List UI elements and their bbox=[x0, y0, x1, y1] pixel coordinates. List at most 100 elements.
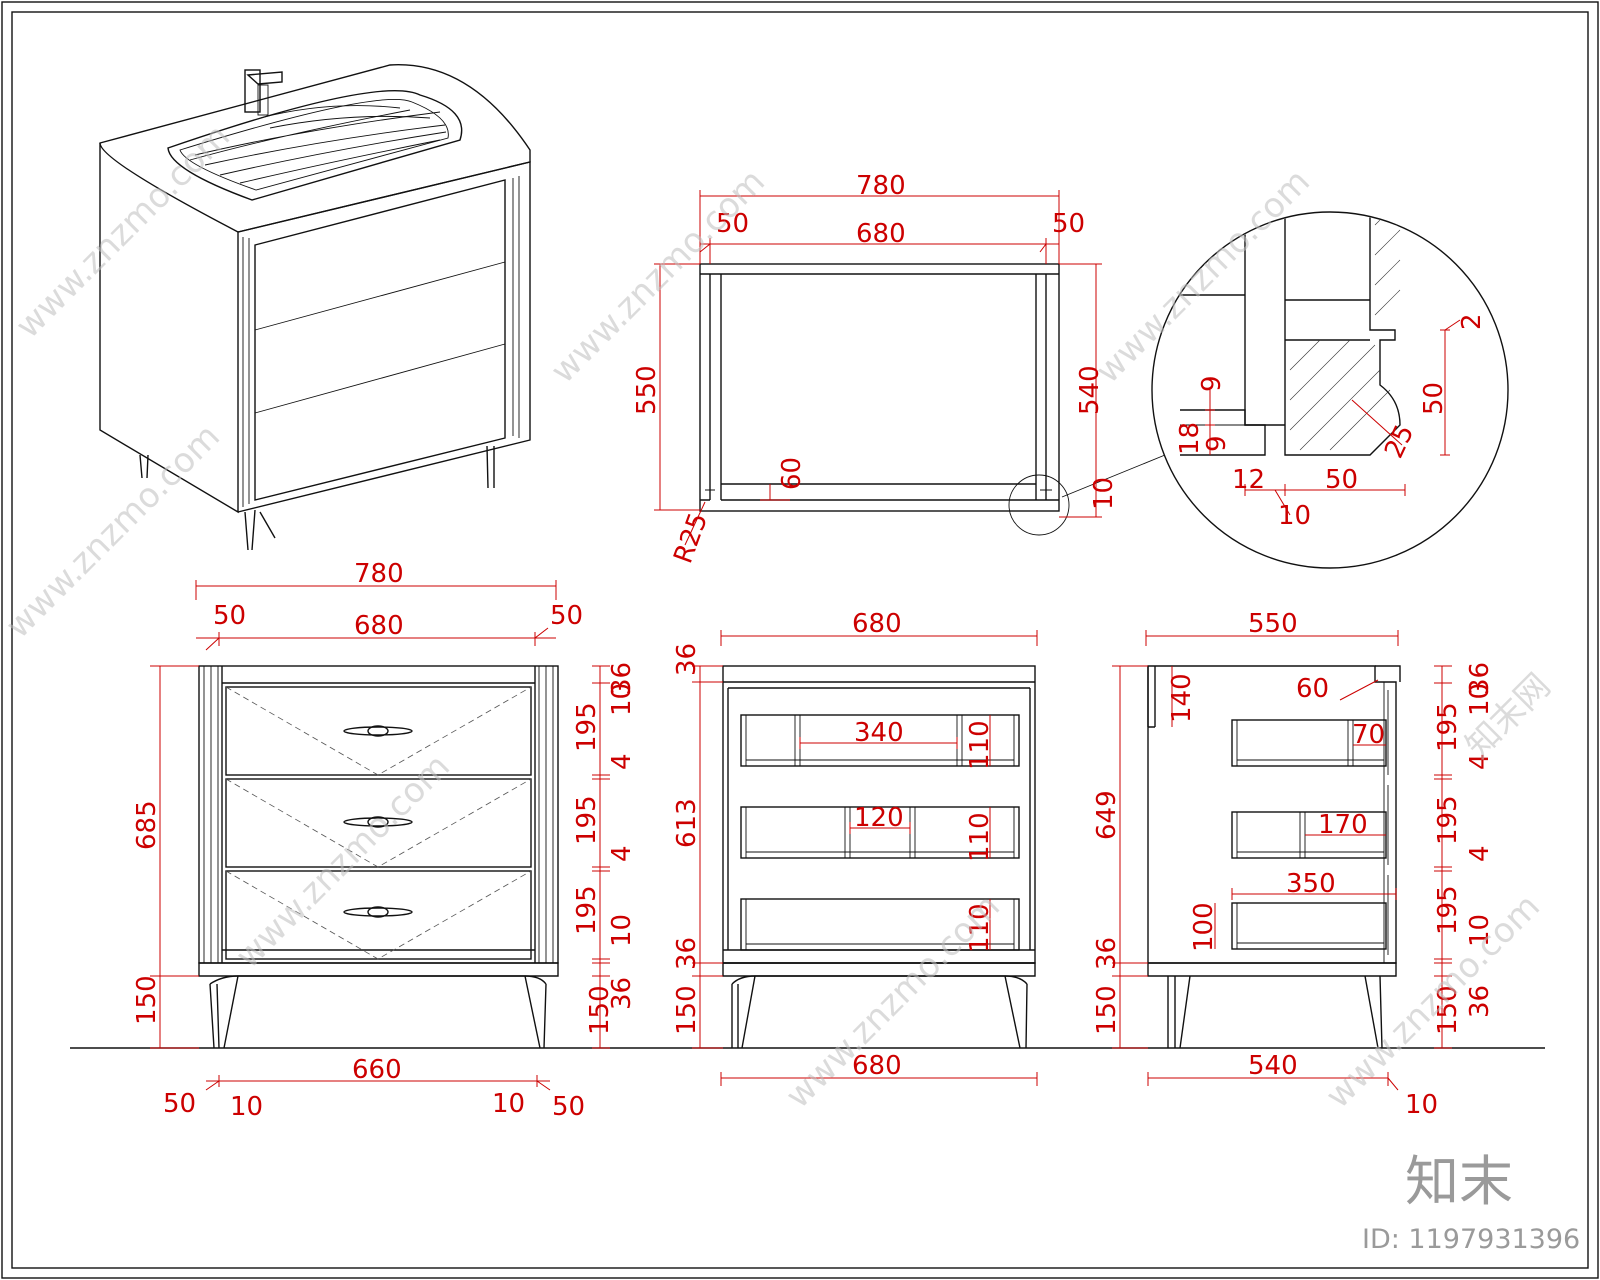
top-inner-depth: 540 bbox=[1075, 365, 1105, 415]
watermark-text: www.znzmo.com bbox=[778, 886, 1008, 1116]
side-r36b: 36 bbox=[1465, 985, 1495, 1018]
front-leg: 150 bbox=[132, 975, 162, 1025]
detail-25: 25 bbox=[1379, 420, 1420, 463]
side-r150: 150 bbox=[1433, 985, 1463, 1035]
front-r150: 150 bbox=[585, 985, 615, 1035]
section-drawer-2 bbox=[740, 806, 1020, 859]
side-r10b: 10 bbox=[1465, 914, 1495, 947]
top-gap: 10 bbox=[1089, 477, 1119, 510]
brand-logo: 知末 bbox=[1405, 1150, 1513, 1213]
side-d350: 350 bbox=[1286, 869, 1336, 899]
front-bl10: 10 bbox=[230, 1092, 263, 1122]
side-r4a: 4 bbox=[1465, 753, 1495, 770]
detail-9b: 9 bbox=[1202, 435, 1232, 452]
front-height: 685 bbox=[132, 800, 162, 850]
front-left: 50 bbox=[213, 601, 246, 631]
side-r4b: 4 bbox=[1465, 845, 1495, 862]
front-right: 50 bbox=[550, 601, 583, 631]
side-h140: 140 bbox=[1167, 673, 1197, 723]
drawer-3 bbox=[225, 870, 532, 960]
drawer-2 bbox=[225, 778, 532, 868]
section-drawer-3 bbox=[740, 898, 1020, 951]
side-r195b: 195 bbox=[1433, 795, 1463, 845]
drawer-handle bbox=[343, 725, 413, 918]
drawer-1 bbox=[225, 686, 532, 776]
watermark-text: www.znzmo.com bbox=[543, 161, 773, 391]
side-drawer-1 bbox=[1231, 719, 1387, 767]
front-r10b: 10 bbox=[607, 914, 637, 947]
top-overall: 780 bbox=[856, 171, 906, 201]
section-d120: 120 bbox=[854, 803, 904, 833]
inner-frame bbox=[11, 11, 1589, 1269]
front-bl50: 50 bbox=[163, 1089, 196, 1119]
front-r4a: 4 bbox=[607, 753, 637, 770]
section-d340: 340 bbox=[854, 718, 904, 748]
section-width: 680 bbox=[852, 609, 902, 639]
side-r195c: 195 bbox=[1433, 885, 1463, 935]
top-view-dimensions: 780 50 680 50 550 540 60 R25 10 bbox=[632, 171, 1119, 567]
side-d60: 60 bbox=[1296, 674, 1329, 704]
watermark-text: www.znzmo.com bbox=[1088, 161, 1318, 391]
side-r195a: 195 bbox=[1433, 702, 1463, 752]
perspective-view bbox=[99, 64, 531, 551]
detail-2: 2 bbox=[1457, 313, 1487, 330]
top-depth: 550 bbox=[632, 365, 662, 415]
front-inner: 680 bbox=[354, 611, 404, 641]
side-h649: 649 bbox=[1092, 790, 1122, 840]
top-radius: R25 bbox=[668, 509, 714, 567]
detail-50v: 50 bbox=[1419, 382, 1449, 415]
side-width: 550 bbox=[1248, 609, 1298, 639]
top-strip: 60 bbox=[777, 457, 807, 490]
front-view-dimensions: 780 50 680 50 685 150 36 10 195 4 195 4 … bbox=[132, 559, 637, 1122]
side-view-dimensions: 550 140 60 649 36 150 70 170 350 100 36 … bbox=[1092, 609, 1495, 1120]
side-d170: 170 bbox=[1318, 810, 1368, 840]
detail-dimensions: 2 50 9 18 9 12 50 10 25 bbox=[1175, 313, 1487, 531]
front-r36a: 36 bbox=[607, 662, 637, 695]
top-view bbox=[699, 263, 1166, 536]
side-r36a: 36 bbox=[1465, 662, 1495, 695]
section-h110a: 110 bbox=[965, 720, 995, 770]
watermark-text: www.znzmo.com bbox=[0, 416, 228, 646]
front-r4b: 4 bbox=[607, 845, 637, 862]
side-gap: 10 bbox=[1405, 1090, 1438, 1120]
detail-10: 10 bbox=[1278, 501, 1311, 531]
front-base: 660 bbox=[352, 1055, 402, 1085]
top-left: 50 bbox=[716, 209, 749, 239]
section-base: 680 bbox=[852, 1051, 902, 1081]
detail-18: 18 bbox=[1175, 422, 1205, 455]
top-right: 50 bbox=[1052, 209, 1085, 239]
detail-12: 12 bbox=[1232, 465, 1265, 495]
image-id: ID: 1197931396 bbox=[1362, 1224, 1580, 1255]
watermark-text: www.znzmo.com bbox=[228, 746, 458, 976]
section-h613: 613 bbox=[672, 798, 702, 848]
section-h110b: 110 bbox=[965, 812, 995, 862]
front-r195b: 195 bbox=[572, 795, 602, 845]
side-b36: 36 bbox=[1092, 937, 1122, 970]
front-r10a: 10 bbox=[607, 683, 637, 716]
side-d70: 70 bbox=[1352, 720, 1385, 750]
side-h100: 100 bbox=[1189, 902, 1219, 952]
section-b36: 36 bbox=[672, 937, 702, 970]
side-base: 540 bbox=[1248, 1051, 1298, 1081]
side-r10a: 10 bbox=[1465, 683, 1495, 716]
side-drawer-3 bbox=[1231, 902, 1387, 950]
section-drawer-1 bbox=[740, 714, 1020, 767]
front-br50: 50 bbox=[552, 1092, 585, 1122]
side-leg: 150 bbox=[1092, 985, 1122, 1035]
front-view bbox=[198, 665, 559, 1049]
front-r195a: 195 bbox=[572, 702, 602, 752]
section-view bbox=[722, 665, 1036, 1049]
section-t36: 36 bbox=[672, 643, 702, 676]
front-overall: 780 bbox=[354, 559, 404, 589]
section-h110c: 110 bbox=[965, 903, 995, 953]
front-br10: 10 bbox=[492, 1089, 525, 1119]
top-inner: 680 bbox=[856, 219, 906, 249]
front-r195c: 195 bbox=[572, 885, 602, 935]
section-view-dimensions: 680 36 613 36 150 340 120 110 110 110 68… bbox=[672, 609, 1038, 1086]
detail-50h: 50 bbox=[1325, 465, 1358, 495]
section-leg: 150 bbox=[672, 985, 702, 1035]
front-r36b: 36 bbox=[607, 977, 637, 1010]
